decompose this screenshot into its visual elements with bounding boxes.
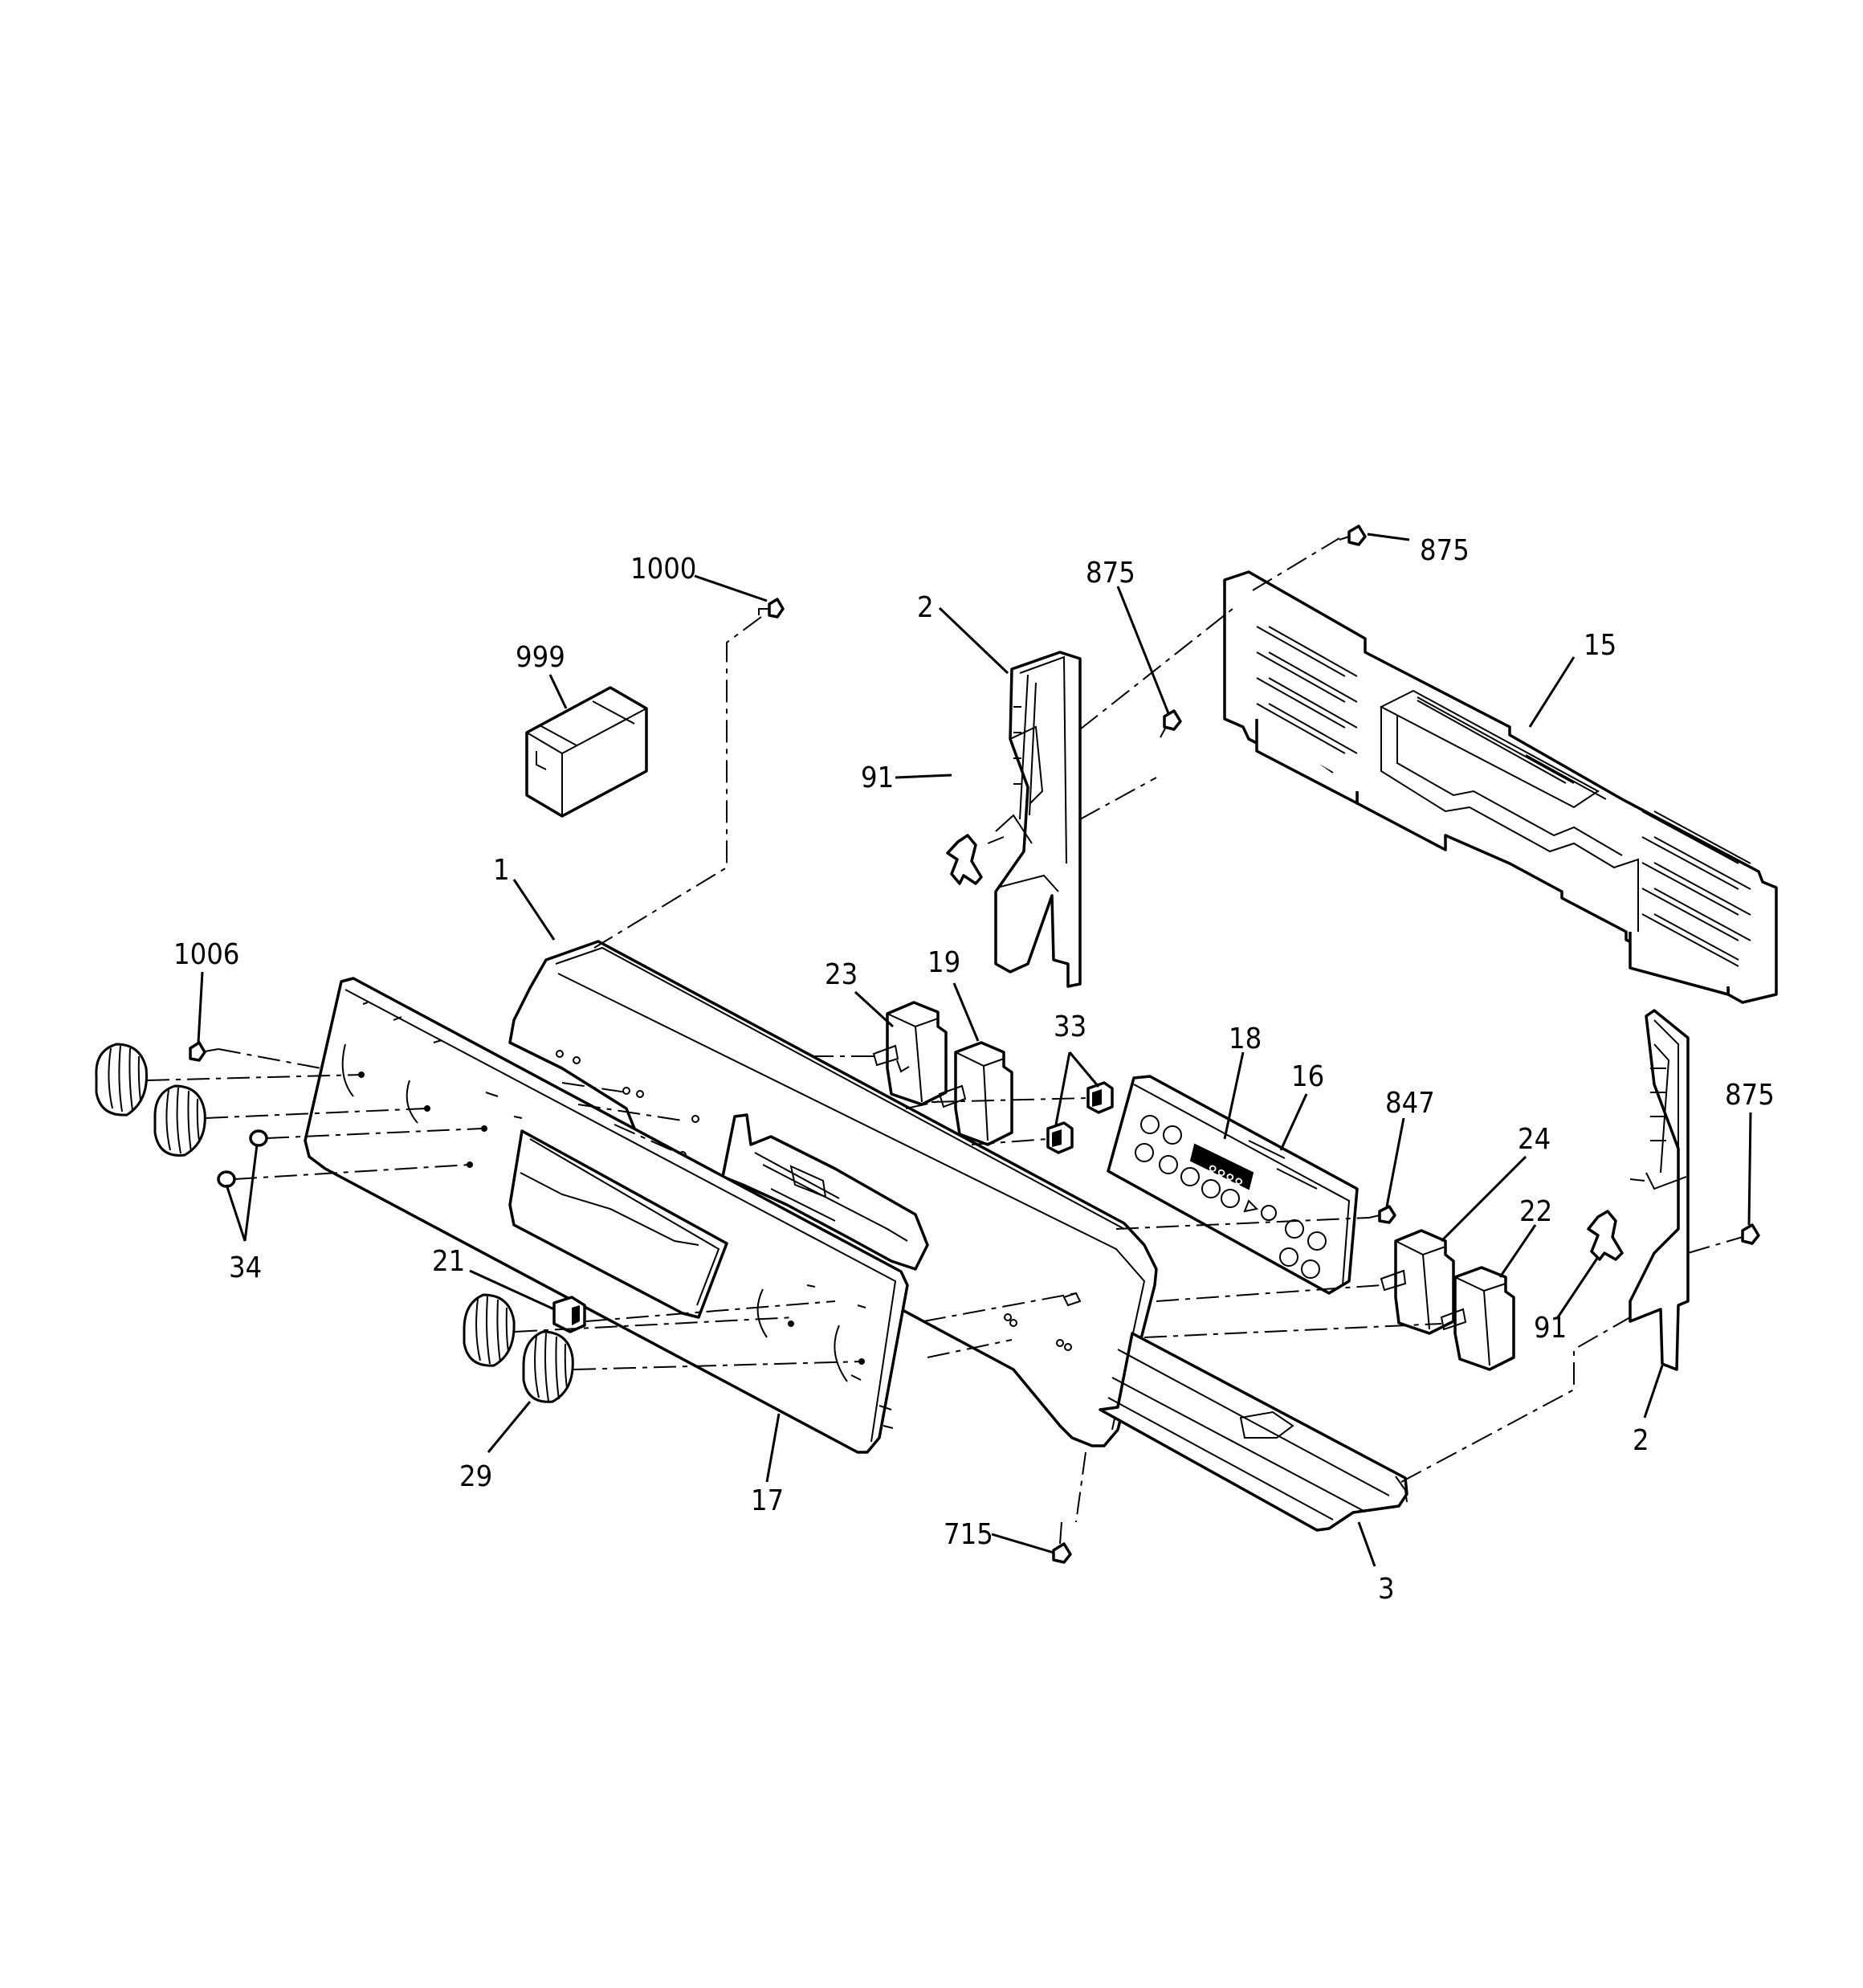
callout-23: 23 xyxy=(825,958,858,991)
indicator-part-21 xyxy=(552,1296,586,1333)
callout-91-left: 91 xyxy=(861,761,894,794)
electronic-control-part-16: 8888 xyxy=(1107,1075,1359,1295)
parts-box-part-999 xyxy=(525,686,648,818)
knob-bottom-upper xyxy=(463,1293,516,1367)
screw-part-1000 xyxy=(758,598,785,618)
callout-29: 29 xyxy=(459,1460,492,1493)
callout-999: 999 xyxy=(516,641,565,674)
callout-24: 24 xyxy=(1518,1123,1551,1156)
switch-part-22 xyxy=(1440,1266,1515,1371)
callout-875-top: 875 xyxy=(1420,534,1470,567)
screw-part-1006 xyxy=(189,1041,219,1062)
switch-part-19 xyxy=(938,1041,1013,1146)
right-end-bracket-part-2 xyxy=(1629,1009,1690,1371)
rear-panel-part-15 xyxy=(1223,570,1778,1004)
control-panel-frame-part-1 xyxy=(508,940,1158,1447)
screw-part-875-right xyxy=(1741,1223,1760,1245)
clip-part-91-left xyxy=(946,834,983,885)
lower-trim-part-3 xyxy=(1099,1332,1408,1532)
screw-part-875-top xyxy=(1339,525,1367,546)
callout-2-bottom: 2 xyxy=(1633,1424,1649,1457)
switch-part-24 xyxy=(1380,1229,1455,1335)
callout-875-mid: 875 xyxy=(1086,557,1135,590)
left-end-bracket-part-2 xyxy=(987,651,1082,988)
screw-part-875-mid xyxy=(1160,709,1182,738)
callout-33: 33 xyxy=(1054,1010,1086,1043)
screw-part-847 xyxy=(1368,1205,1396,1224)
knob-left-upper xyxy=(95,1043,148,1116)
clip-part-91-right xyxy=(1587,1210,1624,1261)
assembly-lines xyxy=(146,537,1743,1523)
callout-17: 17 xyxy=(751,1484,784,1517)
leader-lines xyxy=(197,533,1752,1567)
callout-21: 21 xyxy=(432,1245,465,1278)
callout-847: 847 xyxy=(1385,1087,1435,1120)
callout-labels: 1000 999 2 875 875 15 91 1 1006 23 19 33… xyxy=(173,534,1775,1606)
callout-91-right: 91 xyxy=(1534,1312,1567,1345)
callout-715: 715 xyxy=(944,1518,993,1551)
callout-875-right: 875 xyxy=(1725,1079,1775,1112)
callout-34: 34 xyxy=(229,1251,262,1284)
callout-16: 16 xyxy=(1291,1060,1324,1093)
callout-2-top: 2 xyxy=(917,591,934,624)
knob-bottom-lower xyxy=(522,1330,574,1403)
control-keypad xyxy=(1135,1115,1327,1279)
callout-22: 22 xyxy=(1519,1195,1552,1228)
callout-1000: 1000 xyxy=(630,553,696,586)
callout-18: 18 xyxy=(1229,1023,1262,1055)
callout-19: 19 xyxy=(927,946,960,979)
knob-left-lower xyxy=(153,1084,206,1157)
switch-part-23 xyxy=(872,1001,948,1106)
callout-15: 15 xyxy=(1584,629,1616,662)
callout-1006: 1006 xyxy=(173,938,239,971)
screw-part-715 xyxy=(1052,1521,1072,1564)
indicator-part-33 xyxy=(1046,1081,1114,1154)
callout-3: 3 xyxy=(1378,1573,1395,1606)
callout-1: 1 xyxy=(493,854,510,887)
